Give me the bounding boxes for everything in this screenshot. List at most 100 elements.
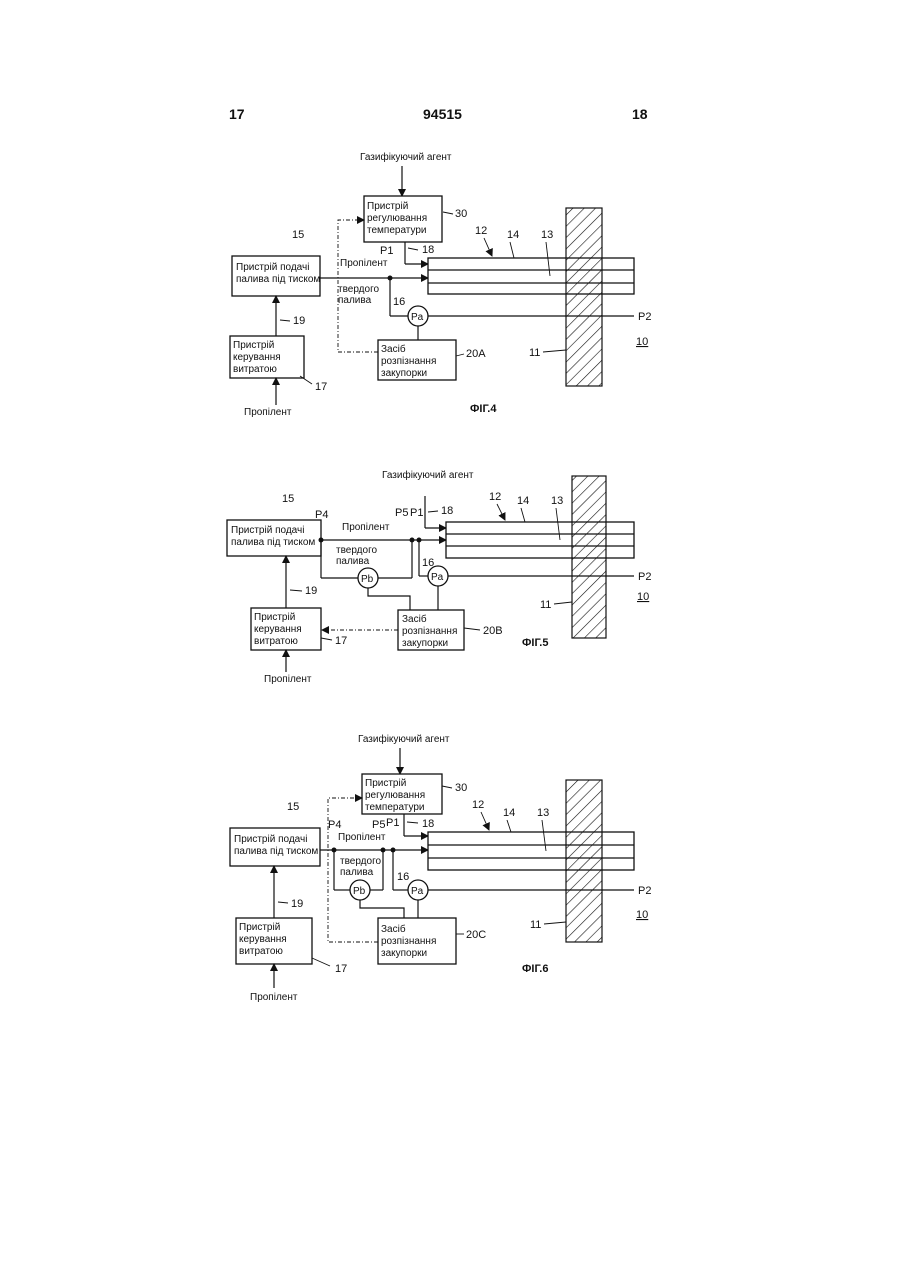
flow-line2: керування: [233, 352, 281, 363]
label-14: 14: [507, 229, 519, 241]
propellant-line-label: Пропілент: [338, 832, 386, 843]
flow-line3: витратою: [254, 636, 298, 647]
burner-tube: [428, 832, 634, 870]
label-12: 12: [475, 225, 487, 237]
label-P1: P1: [386, 817, 399, 829]
label-10: 10: [637, 591, 649, 603]
flow-line3: витратою: [239, 946, 283, 957]
furnace-wall: [572, 476, 606, 638]
label-19: 19: [305, 585, 317, 597]
label-12: 12: [472, 799, 484, 811]
label-P1: P1: [410, 507, 423, 519]
flow-line1: Пристрій: [254, 612, 295, 623]
feeder-line2: палива під тиском: [231, 537, 315, 548]
label-19: 19: [291, 898, 303, 910]
detector-line1: Засіб: [402, 613, 427, 625]
label-P5: P5: [372, 819, 385, 831]
label-P2: P2: [638, 311, 651, 323]
solid-fuel-line2: палива: [338, 295, 372, 306]
label-17: 17: [335, 963, 347, 975]
solid-fuel-line1: твердого: [336, 545, 377, 556]
detector-line2: розпізнання: [381, 356, 436, 367]
detector-line1: Засіб: [381, 923, 406, 935]
flow-line1: Пристрій: [239, 922, 280, 933]
label-15: 15: [292, 229, 304, 241]
figure-5-caption: ФІГ.5: [522, 637, 548, 649]
gauge-pb-label: Pb: [361, 574, 374, 585]
label-19: 19: [293, 315, 305, 327]
flow-line2: керування: [254, 624, 302, 635]
propellant-input-label: Пропілент: [264, 674, 312, 685]
detector-line3: закупорки: [402, 638, 448, 649]
label-P5: P5: [395, 507, 408, 519]
label-P4: P4: [328, 819, 341, 831]
temp-box-line3: температури: [365, 802, 425, 813]
label-12: 12: [489, 491, 501, 503]
propellant-line-label: Пропілент: [340, 258, 388, 269]
figure-5: Газифікуючий агент 18 Пристрій подачі па…: [227, 469, 651, 685]
label-P2: P2: [638, 571, 651, 583]
label-30: 30: [455, 208, 467, 220]
feeder-line1: Пристрій подачі: [231, 525, 304, 536]
detector-line2: розпізнання: [381, 936, 436, 947]
gas-agent-label: Газифікуючий агент: [360, 151, 452, 163]
furnace-wall: [566, 780, 602, 942]
propellant-input-label: Пропілент: [250, 992, 298, 1003]
label-17: 17: [335, 635, 347, 647]
label-16: 16: [397, 871, 409, 883]
temp-box-line2: регулювання: [367, 213, 427, 224]
solid-fuel-line1: твердого: [338, 284, 379, 295]
label-18: 18: [441, 505, 453, 517]
gas-agent-label: Газифікуючий агент: [382, 469, 474, 481]
detector-line1: Засіб: [381, 343, 406, 355]
detector-line2: розпізнання: [402, 626, 457, 637]
furnace-wall: [566, 208, 602, 386]
label-20B: 20B: [483, 625, 503, 637]
label-11: 11: [540, 599, 551, 611]
figure-4: Газифікуючий агент Пристрій регулювання …: [230, 151, 651, 418]
temp-box-line2: регулювання: [365, 790, 425, 801]
detector-line3: закупорки: [381, 948, 427, 959]
propellant-line-label: Пропілент: [342, 522, 390, 533]
figure-6: Газифікуючий агент Пристрій регулювання …: [230, 733, 651, 1003]
temp-box-line1: Пристрій: [365, 778, 406, 789]
feeder-line1: Пристрій подачі: [236, 262, 309, 273]
label-20C: 20C: [466, 929, 486, 941]
label-20A: 20A: [466, 348, 486, 360]
label-13: 13: [541, 229, 553, 241]
label-10: 10: [636, 336, 648, 348]
label-30: 30: [455, 782, 467, 794]
propellant-input-label: Пропілент: [244, 407, 292, 418]
label-18: 18: [422, 244, 434, 256]
label-11: 11: [529, 347, 540, 359]
gauge-pa-label: Pa: [431, 572, 444, 583]
gas-agent-label: Газифікуючий агент: [358, 733, 450, 745]
label-16: 16: [422, 557, 434, 569]
label-15: 15: [287, 801, 299, 813]
solid-fuel-line1: твердого: [340, 856, 381, 867]
solid-fuel-line2: палива: [336, 556, 370, 567]
label-14: 14: [517, 495, 529, 507]
gauge-pb-label: Pb: [353, 886, 366, 897]
temp-box-line3: температури: [367, 225, 427, 236]
figure-6-caption: ФІГ.6: [522, 963, 548, 975]
label-14: 14: [503, 807, 515, 819]
feeder-line2: палива під тиском: [236, 274, 320, 285]
label-10: 10: [636, 909, 648, 921]
label-13: 13: [537, 807, 549, 819]
flow-line2: керування: [239, 934, 287, 945]
flow-line3: витратою: [233, 364, 277, 375]
gauge-pa-label: Pa: [411, 312, 424, 323]
feeder-line1: Пристрій подачі: [234, 834, 307, 845]
label-P2: P2: [638, 885, 651, 897]
feeder-line2: палива під тиском: [234, 846, 318, 857]
label-11: 11: [530, 919, 541, 931]
flow-line1: Пристрій: [233, 340, 274, 351]
label-18: 18: [422, 818, 434, 830]
figure-4-caption: ФІГ.4: [470, 403, 497, 415]
label-16: 16: [393, 296, 405, 308]
label-15: 15: [282, 493, 294, 505]
label-17: 17: [315, 381, 327, 393]
solid-fuel-line2: палива: [340, 867, 374, 878]
